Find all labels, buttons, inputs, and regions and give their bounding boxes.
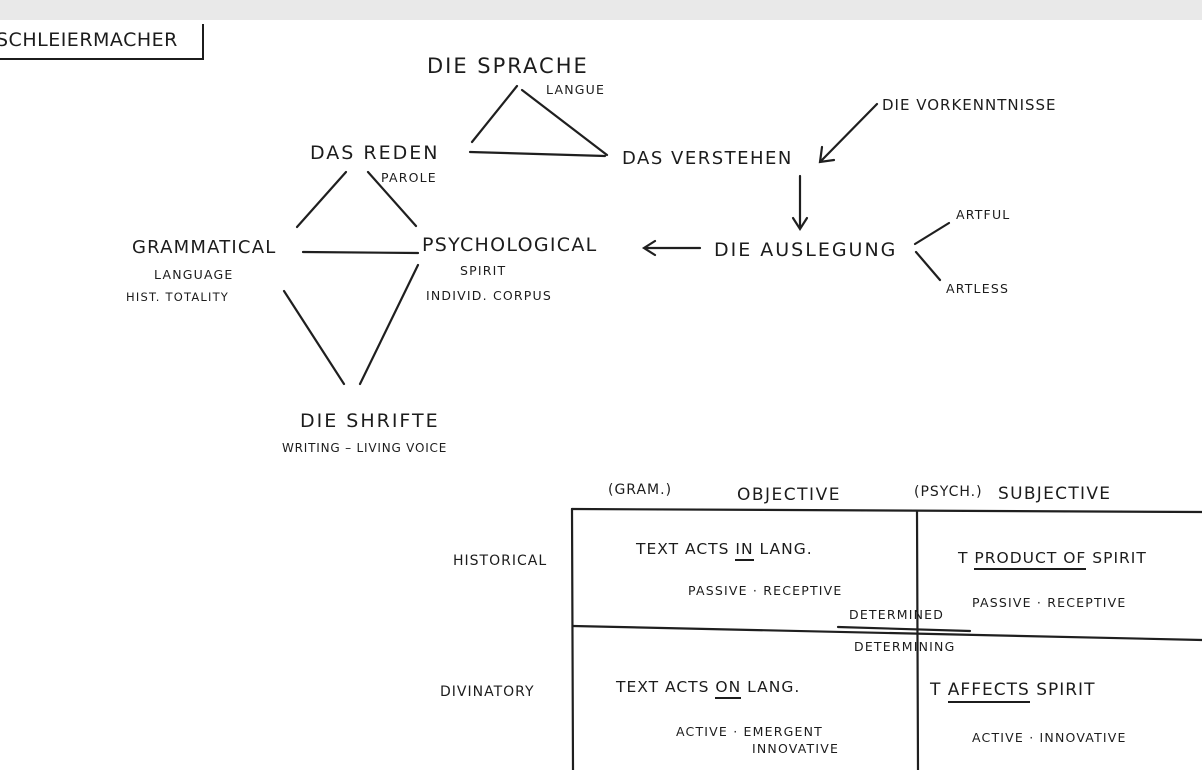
r1c2-sub: PASSIVE · RECEPTIVE bbox=[972, 595, 1127, 610]
historical-row-label: HISTORICAL bbox=[453, 553, 548, 569]
die-vorkenntnisse-label: DIE VORKENNTNISSE bbox=[882, 96, 1057, 114]
table-mid-horizontal bbox=[571, 624, 1202, 642]
r1c1-sub: PASSIVE · RECEPTIVE bbox=[688, 583, 843, 598]
writing-living-voice-label: WRITING – LIVING VOICE bbox=[282, 441, 448, 455]
r1c1-main: TEXT ACTS IN LANG. bbox=[636, 540, 813, 561]
individ-corpus-label: INDIVID. CORPUS bbox=[426, 288, 553, 303]
r2c2-main: T AFFECTS SPIRIT bbox=[930, 680, 1096, 703]
die-shrifte-label: DIE SHRIFTE bbox=[300, 410, 440, 432]
r2c1-sub2: INNOVATIVE bbox=[752, 741, 840, 756]
artful-label: ARTFUL bbox=[956, 207, 1011, 222]
title-text: SCHLEIERMACHER bbox=[0, 29, 178, 51]
r2c1-main-pre: TEXT ACTS bbox=[616, 678, 710, 696]
table-left-border bbox=[570, 507, 575, 770]
line-grammatical-shrifte bbox=[282, 289, 346, 386]
line-psychological-shrifte bbox=[358, 263, 420, 386]
das-reden-label: DAS REDEN bbox=[310, 142, 440, 164]
line-auslegung-artless bbox=[914, 250, 942, 282]
determining-label: DETERMINING bbox=[854, 639, 956, 654]
language-label: LANGUAGE bbox=[154, 267, 234, 282]
r2c1-main-post: LANG. bbox=[747, 678, 801, 696]
objective-header: OBJECTIVE bbox=[737, 485, 841, 505]
title-box bbox=[0, 24, 204, 60]
artless-label: ARTLESS bbox=[946, 281, 1010, 296]
psych-paren-label: (PSYCH.) bbox=[914, 484, 983, 500]
r1c1-main-underlined: IN bbox=[735, 540, 754, 561]
line-grammatical-psychological bbox=[301, 250, 420, 255]
arrowhead-psychological bbox=[641, 239, 657, 257]
scan-top-band bbox=[0, 0, 1202, 20]
table-top-border bbox=[570, 507, 1202, 514]
r2c1-main: TEXT ACTS ON LANG. bbox=[616, 678, 801, 699]
r1c2-main-underlined: PRODUCT OF bbox=[974, 549, 1087, 570]
langue-label: LANGUE bbox=[546, 82, 606, 97]
r2c1-sub1: ACTIVE · EMERGENT bbox=[676, 724, 823, 739]
determined-underline bbox=[836, 625, 972, 633]
arrow-vorkenntnisse-verstehen bbox=[820, 102, 879, 162]
r2c2-main-post: SPIRIT bbox=[1036, 680, 1096, 700]
determined-label: DETERMINED bbox=[849, 607, 945, 622]
arrowhead-vorkenntnisse bbox=[818, 145, 836, 164]
gram-paren-label: (GRAM.) bbox=[608, 482, 673, 498]
das-verstehen-label: DAS VERSTEHEN bbox=[622, 148, 793, 169]
divinatory-row-label: DIVINATORY bbox=[440, 684, 535, 700]
r1c2-main: T PRODUCT OF SPIRIT bbox=[958, 549, 1147, 570]
grammatical-label: GRAMMATICAL bbox=[132, 237, 277, 258]
die-sprache-label: DIE SPRACHE bbox=[427, 54, 589, 78]
subjective-header: SUBJECTIVE bbox=[998, 484, 1112, 504]
arrowhead-auslegung bbox=[791, 216, 809, 232]
r1c2-main-post: SPIRIT bbox=[1092, 549, 1147, 567]
r2c2-sub: ACTIVE · INNOVATIVE bbox=[972, 730, 1127, 745]
parole-label: PAROLE bbox=[381, 170, 437, 185]
psychological-label: PSYCHOLOGICAL bbox=[422, 234, 598, 256]
line-reden-verstehen bbox=[468, 150, 607, 158]
line-reden-grammatical bbox=[295, 170, 348, 229]
die-auslegung-label: DIE AUSLEGUNG bbox=[714, 239, 898, 261]
r1c1-main-pre: TEXT ACTS bbox=[636, 540, 730, 558]
r2c2-main-underlined: AFFECTS bbox=[947, 680, 1030, 703]
r1c1-main-post: LANG. bbox=[759, 540, 813, 558]
spirit-label: SPIRIT bbox=[460, 263, 507, 278]
r2c1-main-underlined: ON bbox=[715, 678, 742, 699]
line-sprache-reden bbox=[470, 84, 519, 144]
line-sprache-verstehen bbox=[520, 88, 609, 157]
table-mid-vertical bbox=[915, 509, 920, 770]
r2c2-main-pre: T bbox=[930, 680, 942, 700]
r1c2-main-pre: T bbox=[958, 549, 969, 567]
hist-totality-label: HIST. TOTALITY bbox=[126, 290, 230, 304]
line-reden-psychological bbox=[366, 170, 418, 228]
line-auslegung-artful bbox=[913, 221, 951, 246]
